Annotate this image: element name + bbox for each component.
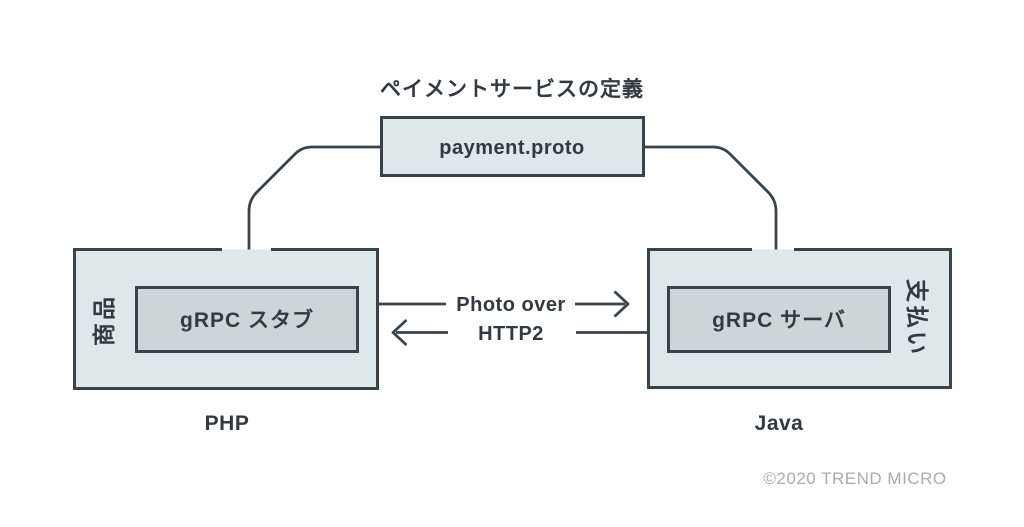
diagram-title: ペイメントサービスの定義 [380, 77, 644, 101]
protocol-label-line2: HTTP2 [478, 323, 544, 345]
java-language-label: Java [755, 412, 804, 435]
protocol-label-line1: Photo over [456, 294, 565, 316]
copyright-notice: ©2020 TREND MICRO [763, 469, 946, 488]
proto-to-java-connector [644, 145, 778, 264]
grpc-server-label: gRPC サーバ [712, 309, 846, 332]
proto-file-box [380, 116, 645, 177]
arrow-right-icon [613, 290, 630, 318]
proto-file-label: payment.proto [439, 137, 584, 159]
proto-to-php-connector [247, 145, 381, 264]
grpc-server-box [667, 286, 891, 353]
php-language-label: PHP [205, 412, 250, 435]
java-service-box-border [647, 248, 952, 389]
java-service-name-vertical: 支払い [904, 278, 930, 357]
grpc-stub-label: gRPC スタブ [180, 308, 314, 332]
php-service-name-vertical: 商品 [91, 294, 117, 346]
php-service-box-border [73, 248, 379, 390]
arrow-left-icon [391, 318, 408, 347]
grpc-stub-box [135, 286, 359, 353]
